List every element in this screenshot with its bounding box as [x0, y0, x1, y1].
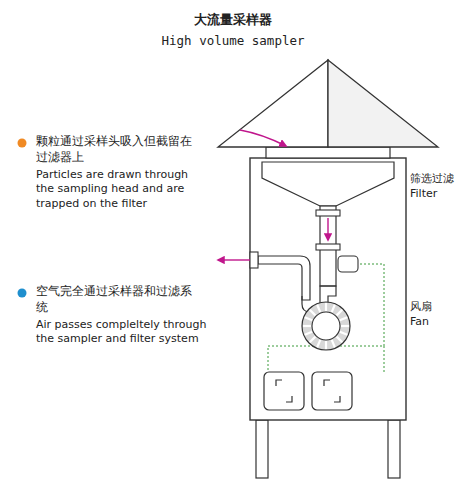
gear-tooth — [303, 325, 311, 327]
tube-clamp — [316, 244, 340, 250]
leg — [256, 420, 268, 478]
sensor-box — [338, 256, 358, 272]
bullet-dot — [18, 139, 27, 148]
outlet-pipe — [258, 256, 310, 300]
title: 大流量采样器 — [0, 12, 466, 29]
gear-tooth — [337, 337, 343, 343]
callout-text: 空气完全通过采样器和过滤系统 — [36, 284, 198, 315]
gear-tooth — [310, 310, 316, 316]
gear-tooth — [332, 340, 335, 347]
part-name: Filter — [410, 187, 466, 201]
gear-tooth — [317, 340, 320, 347]
roof — [328, 60, 438, 147]
gear-tooth — [305, 317, 312, 320]
leg — [388, 420, 400, 478]
filter-band — [266, 147, 390, 158]
bullet-dot — [18, 289, 27, 298]
gear-tooth — [317, 305, 320, 312]
gear-tooth — [310, 337, 316, 343]
wire — [268, 264, 384, 372]
fan-symbol — [302, 302, 350, 350]
roof — [218, 60, 328, 147]
wire — [384, 346, 385, 372]
gear-tooth — [337, 310, 343, 316]
flow-arrow — [240, 130, 286, 146]
gear-tooth — [332, 305, 335, 312]
part-name: 风扇 — [410, 300, 466, 314]
gear-tooth — [340, 317, 347, 320]
part-name: 筛选过滤 — [410, 172, 466, 186]
control-box — [264, 372, 304, 410]
control-box — [312, 372, 352, 410]
flow-arrow — [327, 218, 328, 240]
gear-tooth — [325, 303, 327, 311]
cabinet — [250, 158, 406, 420]
gear-tooth — [341, 325, 349, 327]
callout-text: Particles are drawn through the sampling… — [36, 168, 208, 211]
part-name: Fan — [410, 315, 466, 329]
outlet-fitting — [250, 252, 258, 268]
callout-text: 颗粒通过采样头吸入但截留在过滤器上 — [36, 134, 198, 165]
tube-clamp — [316, 210, 340, 216]
box-mark — [276, 380, 340, 402]
flow-arrow — [218, 259, 250, 260]
callout-text: Air passes compleltely through the sampl… — [36, 318, 208, 347]
gear-tooth — [325, 341, 327, 349]
gear-tooth — [305, 332, 312, 335]
gear-tooth — [340, 332, 347, 335]
subtitle: High volume sampler — [0, 33, 466, 49]
funnel — [262, 162, 394, 206]
